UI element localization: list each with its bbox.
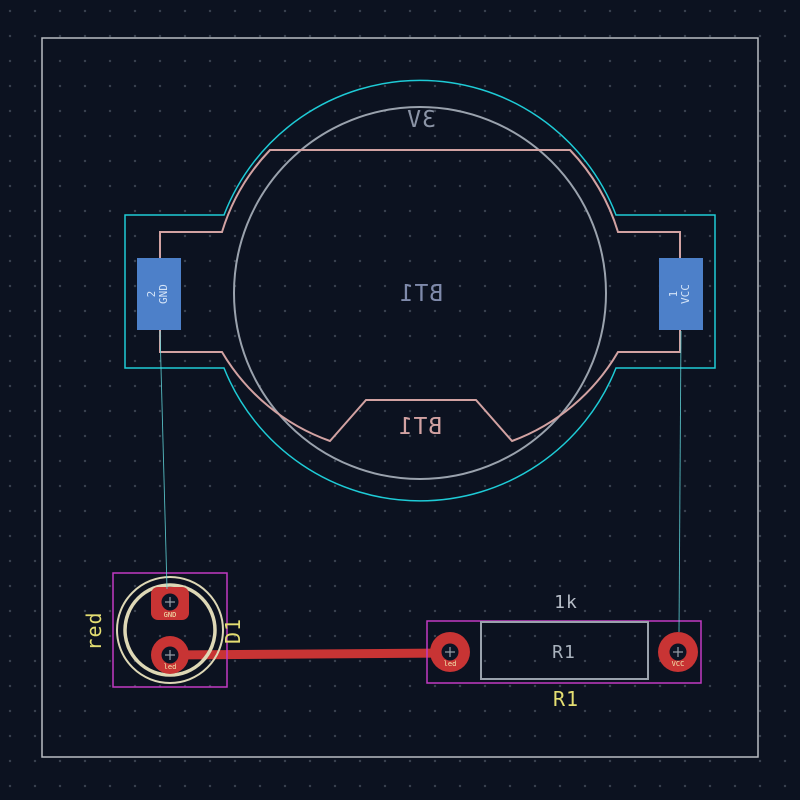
- resistor-ref-text[interactable]: R1: [553, 687, 579, 711]
- battery-value-text[interactable]: 3V: [406, 107, 436, 133]
- resistor-fab-ref-text[interactable]: R1: [552, 642, 576, 663]
- pad-net-text: VCC: [679, 284, 692, 304]
- pad-number-text: 1: [667, 291, 680, 298]
- led-footprint[interactable]: GND led red D1: [82, 572, 245, 688]
- led-pad-led[interactable]: led: [151, 636, 189, 674]
- led-silk-inner-ring[interactable]: [123, 583, 217, 677]
- pad-number-text: 2: [145, 291, 158, 298]
- pad-net-text: led: [164, 663, 177, 671]
- led-silk-outer-ring[interactable]: [116, 576, 224, 684]
- battery-pad-gnd[interactable]: 2 GND: [137, 258, 181, 330]
- ratsnest-gnd-line: [159, 330, 168, 590]
- pad-net-text: led: [444, 660, 457, 668]
- battery-ref-silk-text[interactable]: BT1: [398, 414, 443, 440]
- battery-footprint[interactable]: 2 GND 1 VCC 3V BT1 BT1: [124, 79, 716, 502]
- pad-net-text: GND: [157, 284, 170, 304]
- ratsnest-vcc-line: [678, 330, 682, 633]
- battery-courtyard-outline[interactable]: [124, 79, 716, 502]
- led-value-text[interactable]: red: [82, 611, 106, 650]
- resistor-fab-body[interactable]: [480, 621, 649, 680]
- battery-pad-vcc[interactable]: 1 VCC: [659, 258, 703, 330]
- battery-silkscreen-outline[interactable]: [159, 149, 681, 443]
- resistor-footprint[interactable]: led VCC 1k R1 R1: [426, 592, 702, 711]
- led-ref-text[interactable]: D1: [221, 618, 245, 644]
- battery-ref-fab-text[interactable]: BT1: [399, 281, 444, 307]
- trace-led-to-r1[interactable]: [165, 648, 455, 660]
- led-pad-gnd[interactable]: GND: [151, 587, 189, 620]
- battery-fab-circle[interactable]: [233, 106, 607, 480]
- resistor-pad-vcc[interactable]: VCC: [658, 632, 698, 672]
- resistor-value-text[interactable]: 1k: [554, 592, 578, 613]
- resistor-pad-led[interactable]: led: [430, 632, 470, 672]
- led-courtyard-outline[interactable]: [112, 572, 228, 688]
- board-outline[interactable]: [41, 37, 759, 758]
- pad-net-text: VCC: [672, 660, 685, 668]
- pad-net-text: GND: [164, 611, 177, 619]
